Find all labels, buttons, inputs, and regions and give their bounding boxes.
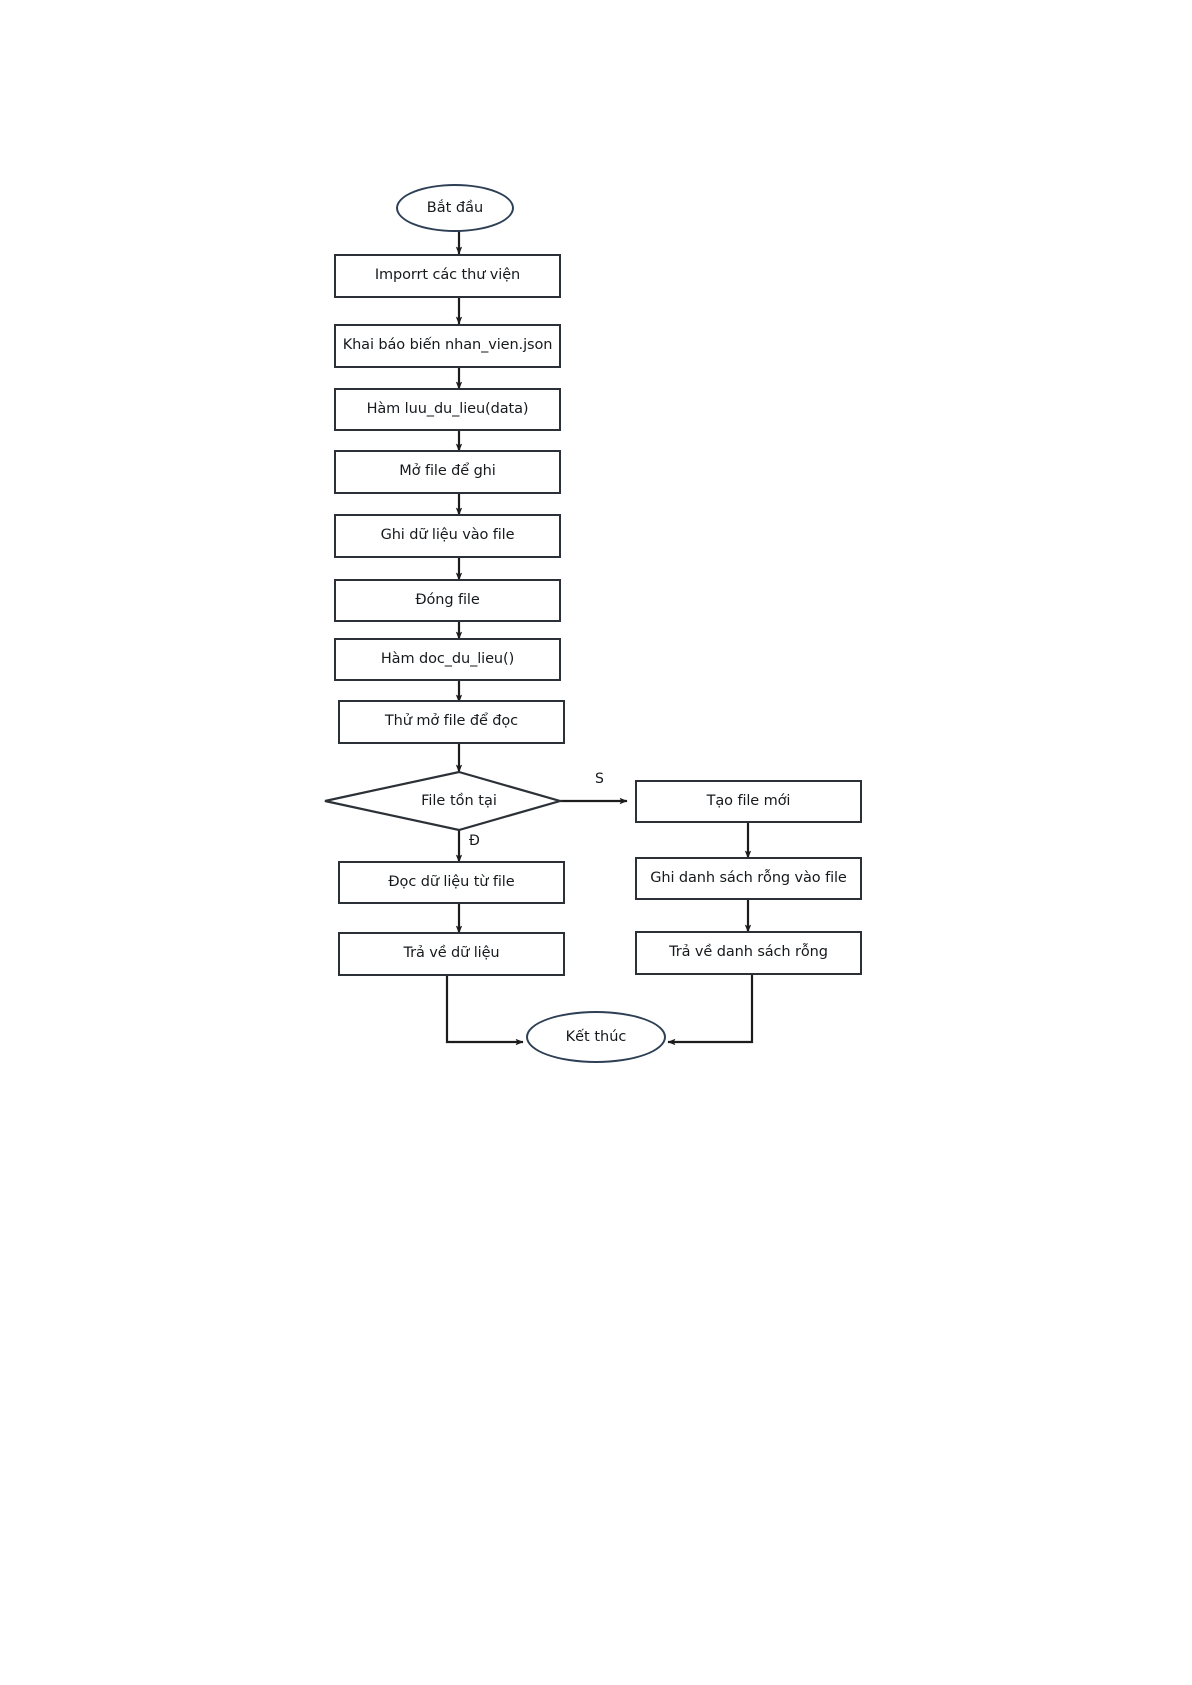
node-open-write-label: Mở file để ghi [399,463,496,480]
node-file-exists-label-wrap[interactable]: File tồn tại [379,789,539,813]
node-write-empty-label: Ghi danh sách rỗng vào file [650,869,847,886]
node-create-file[interactable]: Tạo file mới [635,780,862,823]
edge-label-no: Đ [469,833,480,849]
node-return-data-label: Trả về dữ liệu [403,945,500,962]
node-create-file-label: Tạo file mới [706,792,791,809]
edge-label-no-text: Đ [469,833,480,849]
node-open-write[interactable]: Mở file để ghi [334,450,561,494]
node-import[interactable]: Imporrt các thư viện [334,254,561,298]
node-start[interactable]: Bắt đầu [396,184,514,232]
node-declare[interactable]: Khai báo biến nhan_vien.json [334,324,561,368]
node-read-func-label: Hàm doc_du_lieu() [380,650,515,667]
node-import-label: Imporrt các thư viện [374,267,521,284]
node-save-func[interactable]: Hàm luu_du_lieu(data) [334,388,561,431]
edge-label-yes: S [595,771,604,787]
node-save-func-label: Hàm luu_du_lieu(data) [366,400,529,417]
node-start-label: Bắt đầu [426,200,484,216]
node-return-empty[interactable]: Trả về danh sách rỗng [635,931,862,975]
node-end[interactable]: Kết thúc [526,1011,666,1063]
node-declare-label: Khai báo biến nhan_vien.json [342,337,553,354]
node-read-data[interactable]: Đọc dữ liệu từ file [338,861,565,904]
node-write-data-label: Ghi dữ liệu vào file [380,527,515,544]
edge-label-yes-text: S [595,771,604,787]
node-end-label: Kết thúc [565,1029,627,1045]
node-return-data[interactable]: Trả về dữ liệu [338,932,565,976]
node-file-exists-label: File tồn tại [421,793,497,809]
node-read-func[interactable]: Hàm doc_du_lieu() [334,638,561,681]
node-try-open-label: Thử mở file để đọc [384,713,519,730]
node-return-empty-label: Trả về danh sách rỗng [669,944,828,961]
node-write-data[interactable]: Ghi dữ liệu vào file [334,514,561,558]
node-close-file[interactable]: Đóng file [334,579,561,622]
node-close-file-label: Đóng file [415,591,480,608]
node-read-data-label: Đọc dữ liệu từ file [388,873,515,890]
node-write-empty[interactable]: Ghi danh sách rỗng vào file [635,857,862,900]
node-try-open[interactable]: Thử mở file để đọc [338,700,565,744]
